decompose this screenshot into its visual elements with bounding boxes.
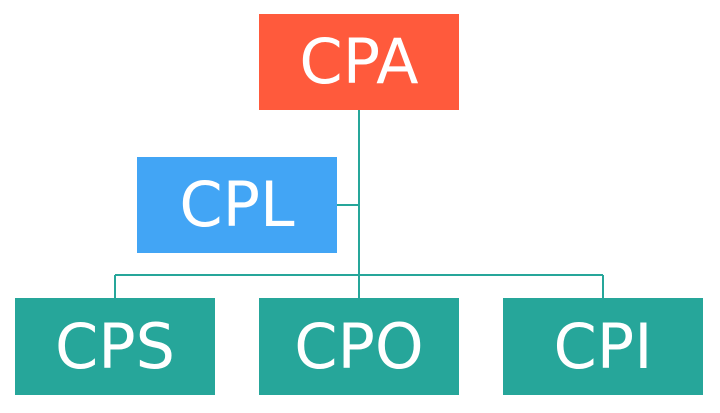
node-label: CPI	[553, 309, 653, 383]
node-cpo: CPO	[259, 298, 459, 395]
node-label: CPS	[54, 309, 176, 383]
node-label: CPL	[179, 168, 295, 241]
node-label: CPA	[299, 25, 419, 98]
node-cps: CPS	[15, 298, 215, 395]
node-cpi: CPI	[503, 298, 703, 395]
node-cpl: CPL	[137, 157, 337, 253]
node-label: CPO	[294, 309, 424, 383]
node-cpa: CPA	[259, 14, 459, 110]
